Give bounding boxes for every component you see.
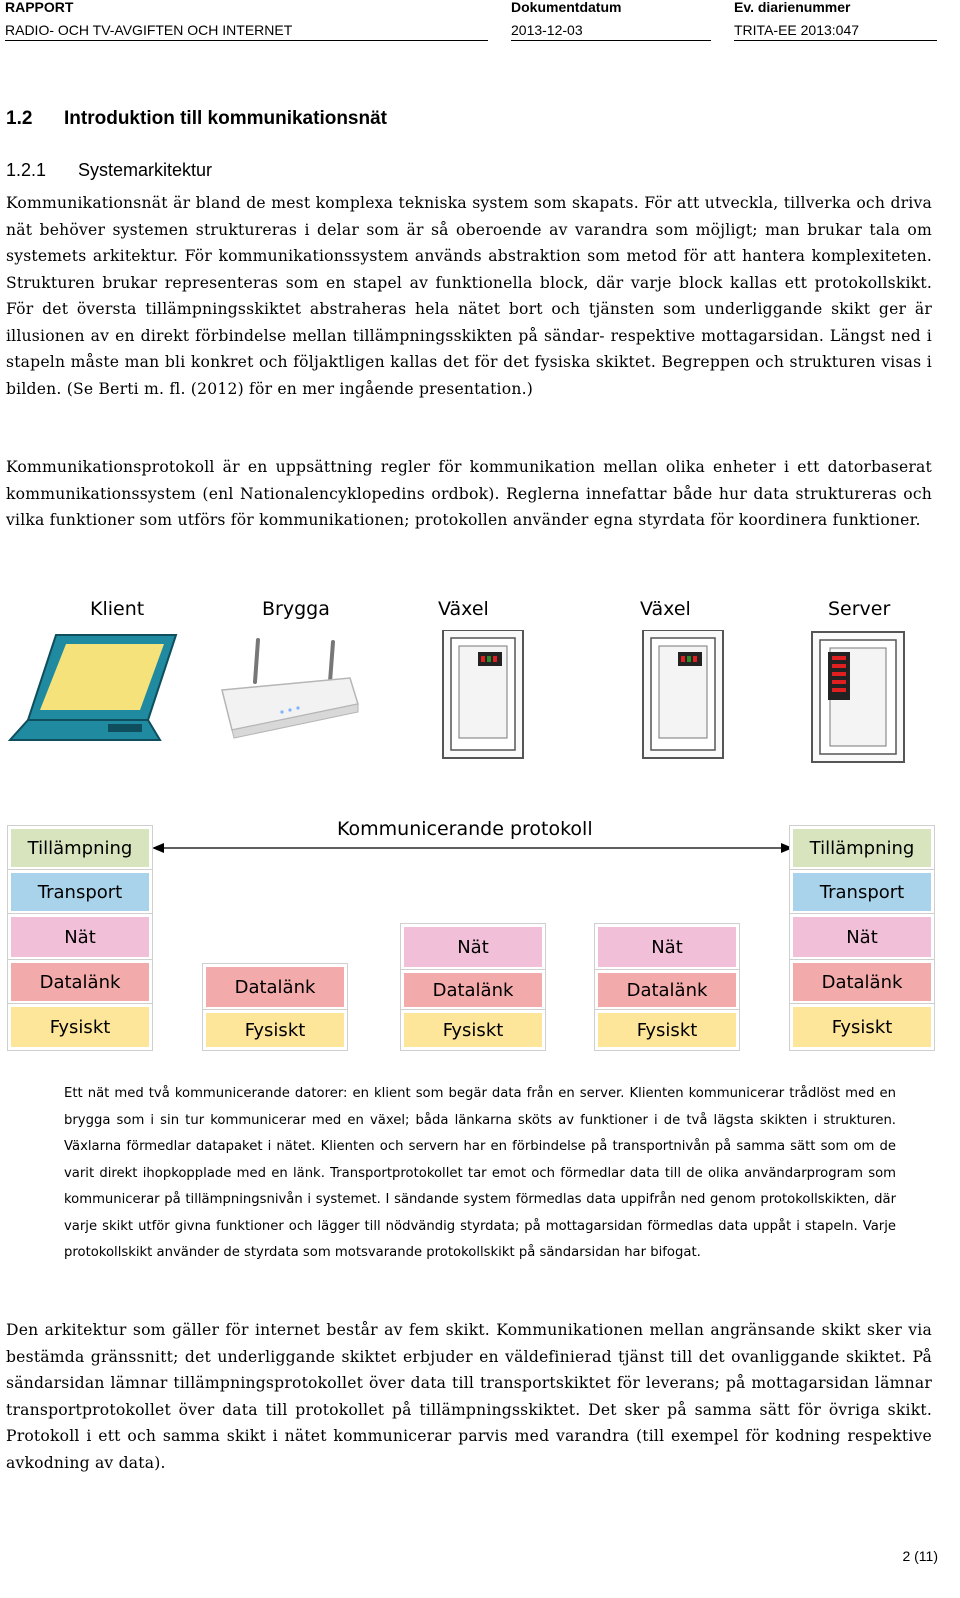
device-illustrations <box>7 630 905 763</box>
bridge-layer-physical: Fysiskt <box>202 1009 348 1051</box>
header-diarienummer-value: TRITA-EE 2013:047 <box>734 22 937 41</box>
bridge-layer-datalink: Datalänk <box>202 963 348 1011</box>
figure-caption: Ett nät med två kommunicerande datorer: … <box>64 1086 896 1260</box>
device-label-server: Server <box>828 598 891 620</box>
subsection-number: 1.2.1 <box>6 160 47 180</box>
device-label-klient: Klient <box>90 598 145 620</box>
header-date-label: Dokumentdatum <box>511 0 622 15</box>
header-col-report: RAPPORT RADIO- OCH TV-AVGIFTEN OCH INTER… <box>5 0 488 41</box>
server-layer-datalink: Datalänk <box>789 959 935 1005</box>
section-title: Introduktion till kommunikationsnät <box>64 108 387 129</box>
section-number: 1.2 <box>6 108 33 129</box>
header-col-diarienummer: Ev. diarienummer TRITA-EE 2013:047 <box>734 0 937 41</box>
server-layer-application: Tillämpning <box>789 825 935 871</box>
header-report-title: RADIO- OCH TV-AVGIFTEN OCH INTERNET <box>5 22 488 41</box>
device-label-brygga: Brygga <box>262 598 330 620</box>
switch2-layer-network: Nät <box>594 923 740 971</box>
server-layer-network: Nät <box>789 913 935 961</box>
server-layer-physical: Fysiskt <box>789 1003 935 1051</box>
server-layer-transport: Transport <box>789 869 935 915</box>
client-layer-datalink: Datalänk <box>7 959 153 1005</box>
switch2-layer-datalink: Datalänk <box>594 969 740 1011</box>
router-icon <box>221 638 359 739</box>
switch1-layer-datalink: Datalänk <box>400 969 546 1011</box>
page-number: 2 (11) <box>902 1548 938 1564</box>
client-layer-transport: Transport <box>7 869 153 915</box>
header-col-date: Dokumentdatum 2013-12-03 <box>511 0 711 41</box>
protocol-arrow <box>152 843 793 853</box>
switch2-layer-physical: Fysiskt <box>594 1009 740 1051</box>
header-diarienummer-label: Ev. diarienummer <box>734 0 851 15</box>
switch1-layer-network: Nät <box>400 923 546 971</box>
client-layer-physical: Fysiskt <box>7 1003 153 1051</box>
switch1-layer-physical: Fysiskt <box>400 1009 546 1051</box>
device-label-vaxel-2: Växel <box>640 598 691 620</box>
paragraph-architecture: Kommunikationsnät är bland de mest kompl… <box>6 194 932 398</box>
server-icon <box>811 631 905 763</box>
header-date-value: 2013-12-03 <box>511 22 711 41</box>
switch-icon-2 <box>642 630 724 759</box>
section-heading: 1.2 Introduktion till kommunikationsnät <box>6 108 387 130</box>
subsection-heading: 1.2.1 Systemarkitektur <box>6 160 212 181</box>
header-report-label: RAPPORT <box>5 0 74 15</box>
protocol-label: Kommunicerande protokoll <box>337 818 593 840</box>
switch-icon-1 <box>442 630 524 759</box>
device-label-vaxel-1: Växel <box>438 598 489 620</box>
laptop-icon <box>7 634 178 741</box>
paragraph-internet-layers: Den arkitektur som gäller för internet b… <box>6 1321 932 1472</box>
client-layer-application: Tillämpning <box>7 825 153 871</box>
client-layer-network: Nät <box>7 913 153 961</box>
subsection-title: Systemarkitektur <box>78 160 213 180</box>
paragraph-protocol: Kommunikationsprotokoll är en uppsättnin… <box>6 458 932 529</box>
